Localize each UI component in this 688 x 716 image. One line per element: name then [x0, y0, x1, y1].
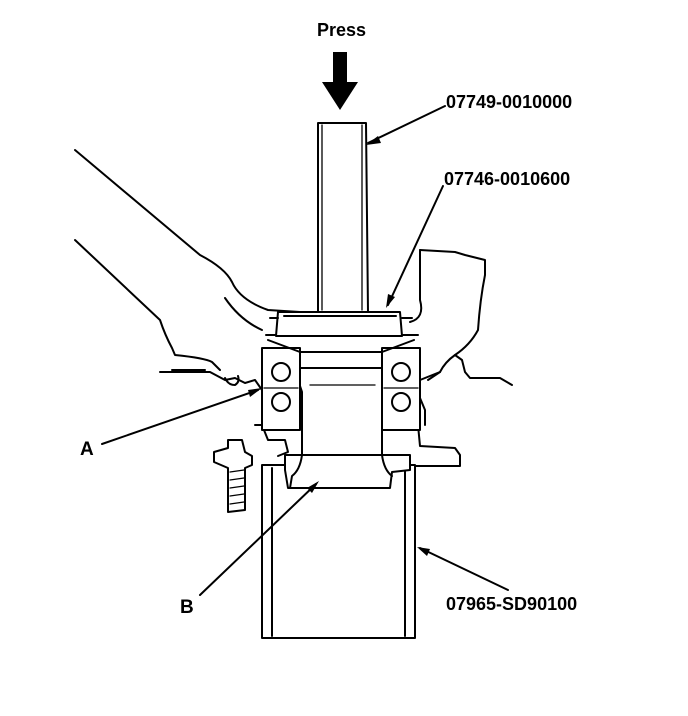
knuckle-arm — [74, 149, 301, 371]
wheel-bolt — [213, 439, 253, 513]
callout-press-tool: 07749-0010000 — [446, 92, 573, 112]
callout-part-b: B — [180, 597, 194, 618]
bearing-driver-drawing — [269, 311, 413, 337]
callout-bearing-driver: 07746-0010600 — [444, 169, 571, 189]
hub-drawing — [284, 367, 411, 489]
support-tube-drawing — [261, 464, 416, 639]
callout-part-a: A — [80, 439, 94, 460]
knuckle-body-right — [409, 249, 513, 467]
down-arrow-icon — [322, 52, 358, 110]
leader-lines — [101, 105, 509, 596]
press-shaft-drawing — [317, 122, 369, 313]
callout-support-tube: 07965-SD90100 — [446, 594, 578, 614]
press-label: Press — [317, 20, 367, 40]
